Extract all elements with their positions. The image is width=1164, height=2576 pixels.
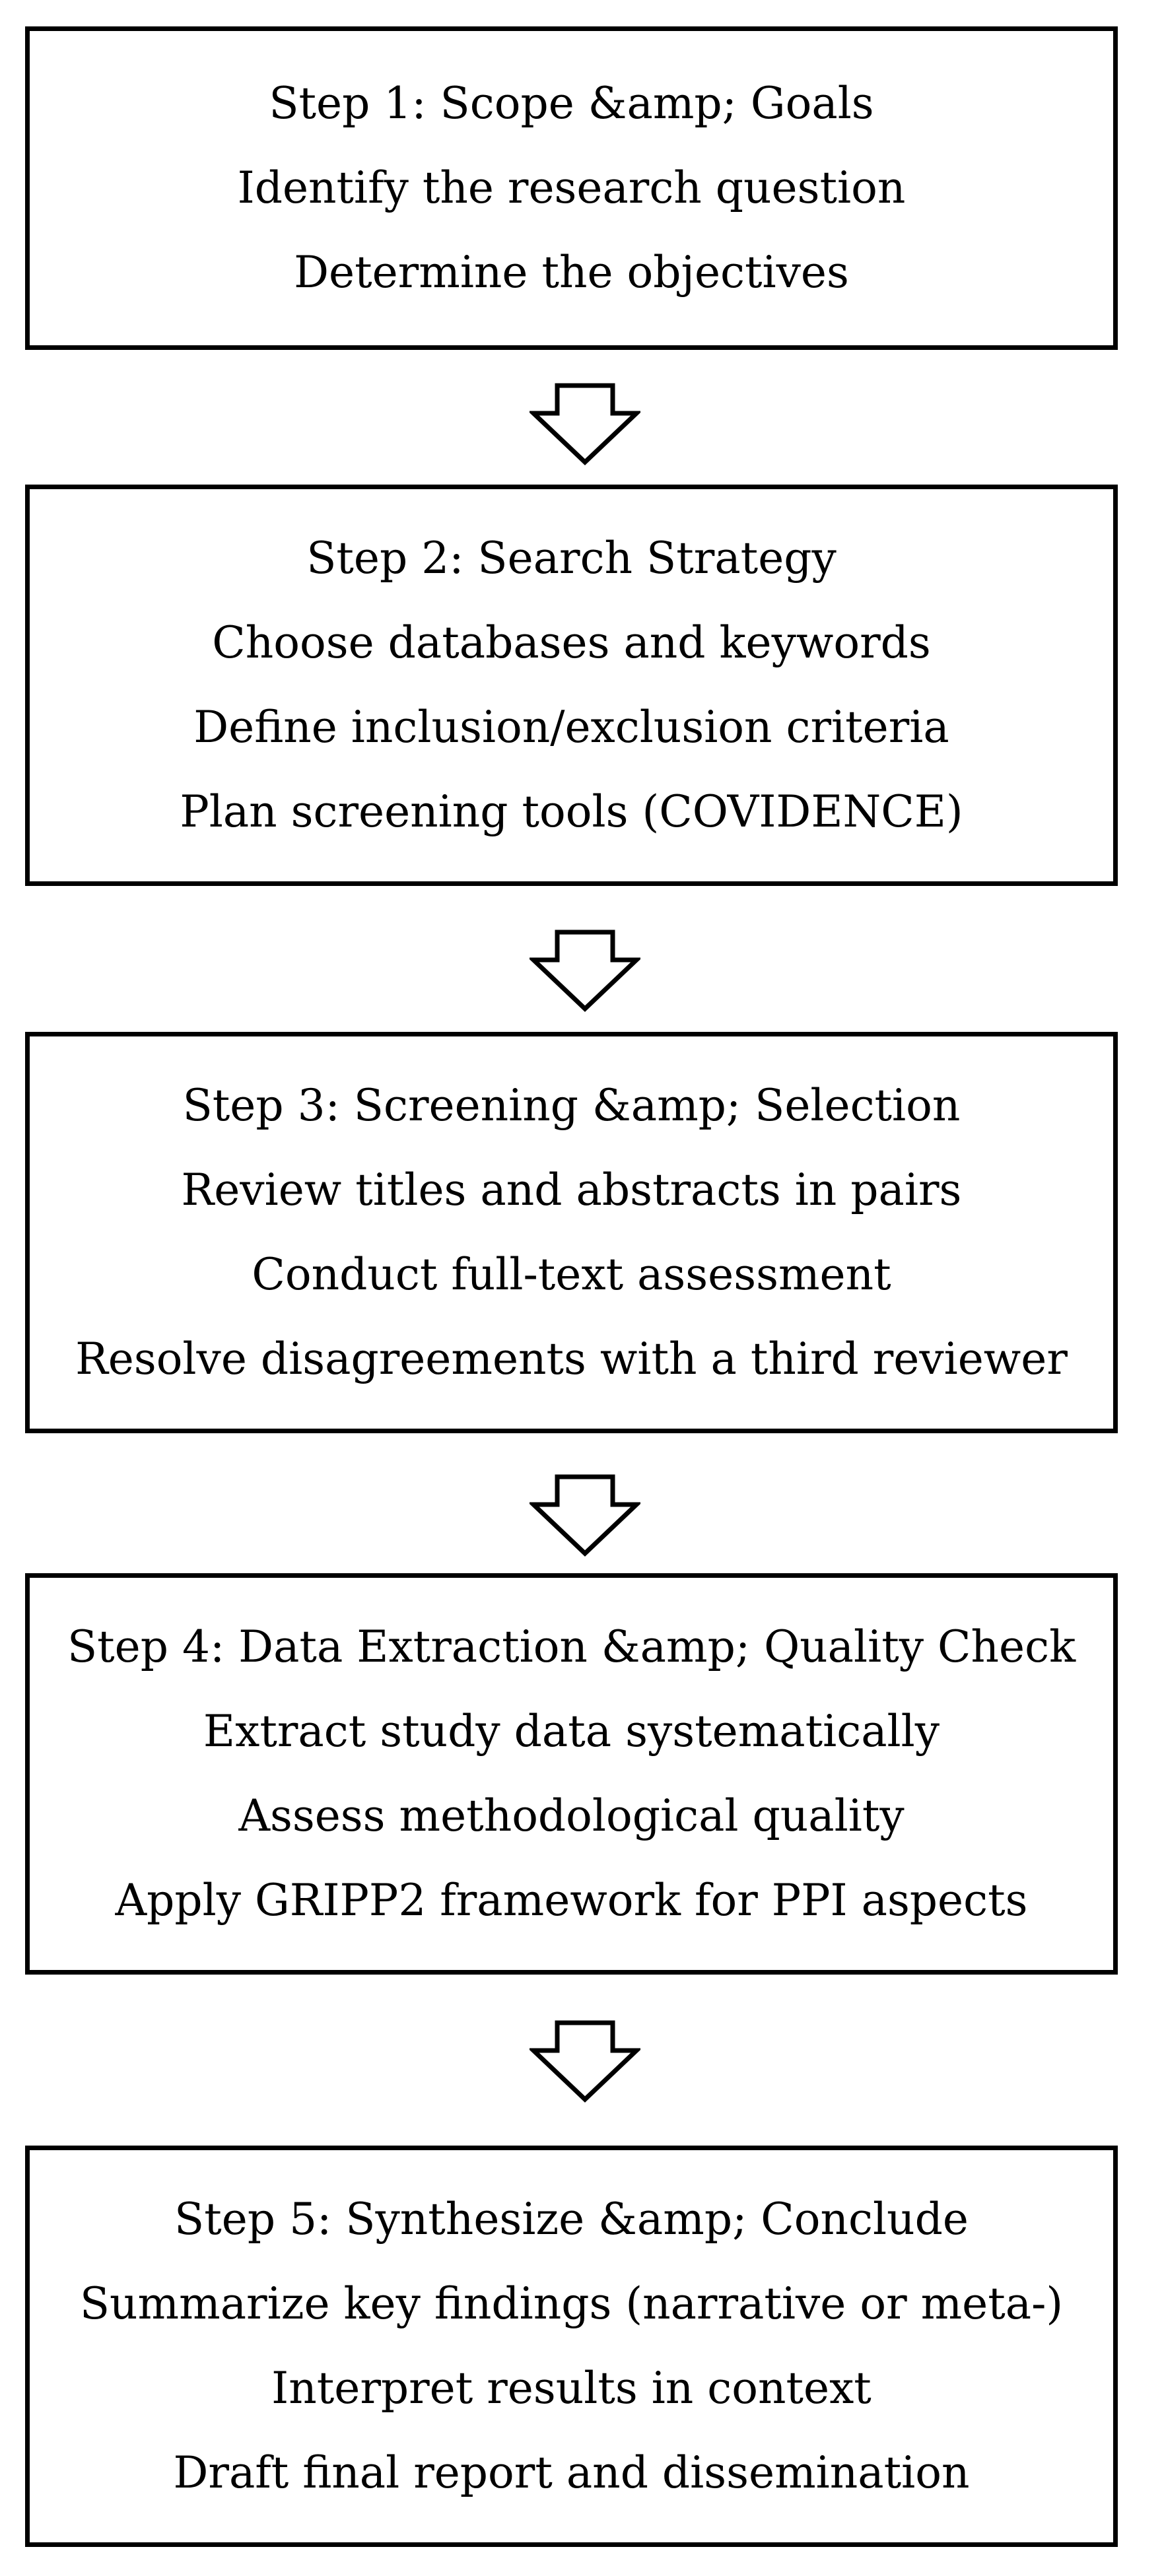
- step-5-line-3: Draft final report and dissemination: [173, 2447, 970, 2498]
- step-2-line-1: Choose databases and keywords: [212, 617, 931, 668]
- step-1-title: Step 1: Scope &amp; Goals: [269, 78, 874, 129]
- step-4-title: Step 4: Data Extraction &amp; Quality Ch…: [67, 1621, 1076, 1672]
- step-4-line-3: Apply GRIPP2 framework for PPI aspects: [115, 1875, 1028, 1926]
- step-5-line-1: Summarize key findings (narrative or met…: [79, 2278, 1064, 2329]
- step-5-line-2: Interpret results in context: [271, 2363, 872, 2414]
- step-3-line-3: Resolve disagreements with a third revie…: [75, 1334, 1068, 1384]
- step-1-box: Step 1: Scope &amp; Goals Identify the r…: [25, 26, 1118, 350]
- step-2-box: Step 2: Search Strategy Choose databases…: [25, 485, 1118, 886]
- step-5-title: Step 5: Synthesize &amp; Conclude: [174, 2194, 969, 2245]
- step-3-title: Step 3: Screening &amp; Selection: [182, 1080, 961, 1131]
- step-3-box: Step 3: Screening &amp; Selection Review…: [25, 1032, 1118, 1433]
- step-4-line-1: Extract study data systematically: [203, 1706, 940, 1757]
- down-arrow-icon: [530, 2020, 640, 2103]
- down-arrow-icon: [530, 1474, 640, 1557]
- down-arrow-icon: [530, 930, 640, 1013]
- step-3-line-1: Review titles and abstracts in pairs: [181, 1165, 962, 1215]
- step-3-line-2: Conduct full-text assessment: [252, 1249, 891, 1300]
- step-2-title: Step 2: Search Strategy: [306, 533, 837, 584]
- step-2-line-2: Define inclusion/exclusion criteria: [193, 702, 949, 753]
- step-2-line-3: Plan screening tools (COVIDENCE): [180, 786, 963, 837]
- step-4-box: Step 4: Data Extraction &amp; Quality Ch…: [25, 1573, 1118, 1975]
- step-4-line-2: Assess methodological quality: [238, 1790, 905, 1841]
- step-1-line-1: Identify the research question: [237, 162, 906, 213]
- down-arrow-icon: [530, 383, 640, 466]
- step-5-box: Step 5: Synthesize &amp; Conclude Summar…: [25, 2146, 1118, 2547]
- step-1-line-2: Determine the objectives: [294, 247, 849, 298]
